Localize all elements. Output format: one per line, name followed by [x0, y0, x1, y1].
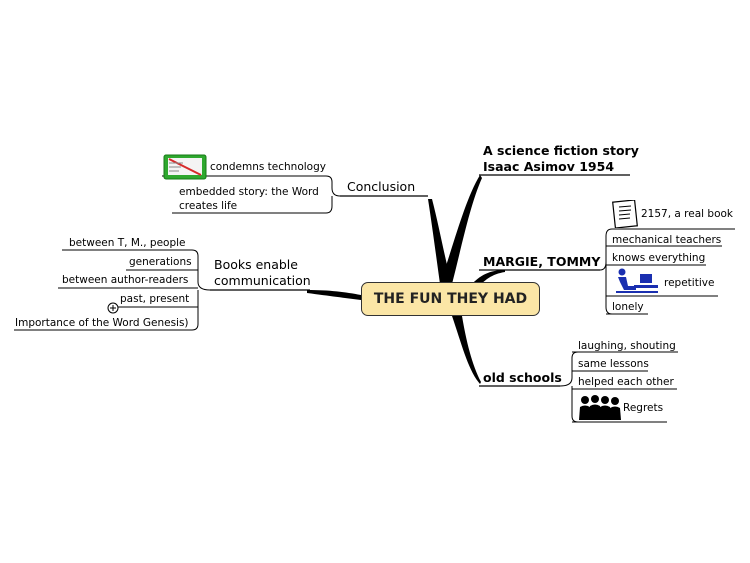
old-schools-item-4[interactable]: Regrets — [623, 402, 664, 414]
branch-link-books — [307, 290, 361, 300]
crowd-icon — [579, 395, 621, 420]
branch-old-schools[interactable]: old schools — [483, 370, 562, 385]
characters-item-3[interactable]: knows everything — [612, 252, 706, 264]
branch-characters[interactable]: MARGIE, TOMMY — [483, 254, 601, 269]
expand-plus-icon[interactable] — [107, 302, 119, 314]
characters-item-1[interactable]: 2157, a real book — [641, 208, 733, 220]
books-item-5[interactable]: Importance of the Word Genesis) — [15, 317, 189, 329]
books-line2[interactable]: communication — [214, 273, 311, 288]
central-topic[interactable]: THE FUN THEY HAD — [361, 282, 540, 316]
conclusion-item-1[interactable]: condemns technology — [210, 161, 326, 173]
books-item-4[interactable]: past, present — [120, 293, 190, 305]
books-line1[interactable]: Books enable — [214, 257, 298, 272]
books-item-2[interactable]: generations — [129, 256, 192, 268]
branch-link-old-schools — [452, 316, 481, 384]
person-at-computer-icon — [616, 268, 658, 293]
branch-conclusion[interactable]: Conclusion — [347, 179, 416, 194]
books-item-1[interactable]: between T, M., people — [69, 237, 186, 249]
old-schools-item-1[interactable]: laughing, shouting — [578, 340, 676, 352]
document-icon — [612, 200, 638, 228]
characters-item-2[interactable]: mechanical teachers — [612, 234, 722, 246]
branch-link-intro — [440, 175, 482, 284]
intro-line1[interactable]: A science fiction story — [483, 143, 639, 158]
conclusion-item-2-line1[interactable]: embedded story: the Word — [179, 186, 319, 198]
branch-link-conclusion — [428, 199, 452, 284]
old-schools-item-2[interactable]: same lessons — [578, 358, 649, 370]
characters-item-5[interactable]: lonely — [612, 301, 644, 313]
intro-line2[interactable]: Isaac Asimov 1954 — [483, 159, 615, 174]
open-book-icon — [163, 154, 207, 180]
characters-item-4[interactable]: repetitive — [664, 277, 715, 289]
old-schools-item-3[interactable]: helped each other — [578, 376, 674, 388]
books-item-3[interactable]: between author-readers — [62, 274, 189, 286]
conclusion-item-2-line2[interactable]: creates life — [179, 200, 238, 212]
